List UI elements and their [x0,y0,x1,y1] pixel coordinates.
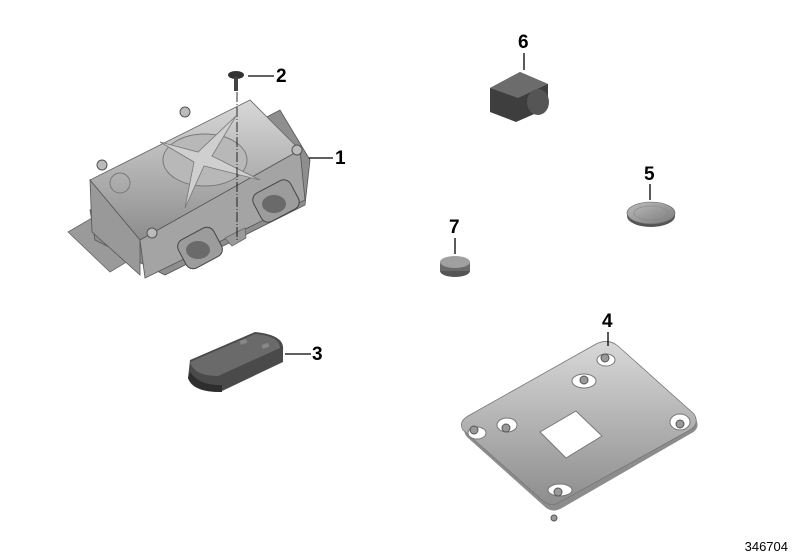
part-2-screw[interactable] [228,71,244,242]
part-1-control-unit[interactable] [67,99,311,279]
callout-3[interactable]: 3 [312,344,323,365]
callout-1[interactable]: 1 [335,148,346,169]
callout-7[interactable]: 7 [449,217,460,238]
callout-4[interactable]: 4 [602,311,613,332]
part-6-rubber-cap[interactable] [490,72,549,122]
callout-5[interactable]: 5 [644,164,655,185]
part-5-coin-battery[interactable] [626,201,676,227]
part-3-key-fob[interactable] [188,332,284,392]
diagram-id: 346704 [744,539,788,554]
callout-6[interactable]: 6 [518,32,529,53]
part-7-round-plug[interactable] [440,256,470,277]
leader-lines [248,53,651,355]
part-4-mounting-plate[interactable] [460,341,698,522]
callout-2[interactable]: 2 [276,66,287,87]
